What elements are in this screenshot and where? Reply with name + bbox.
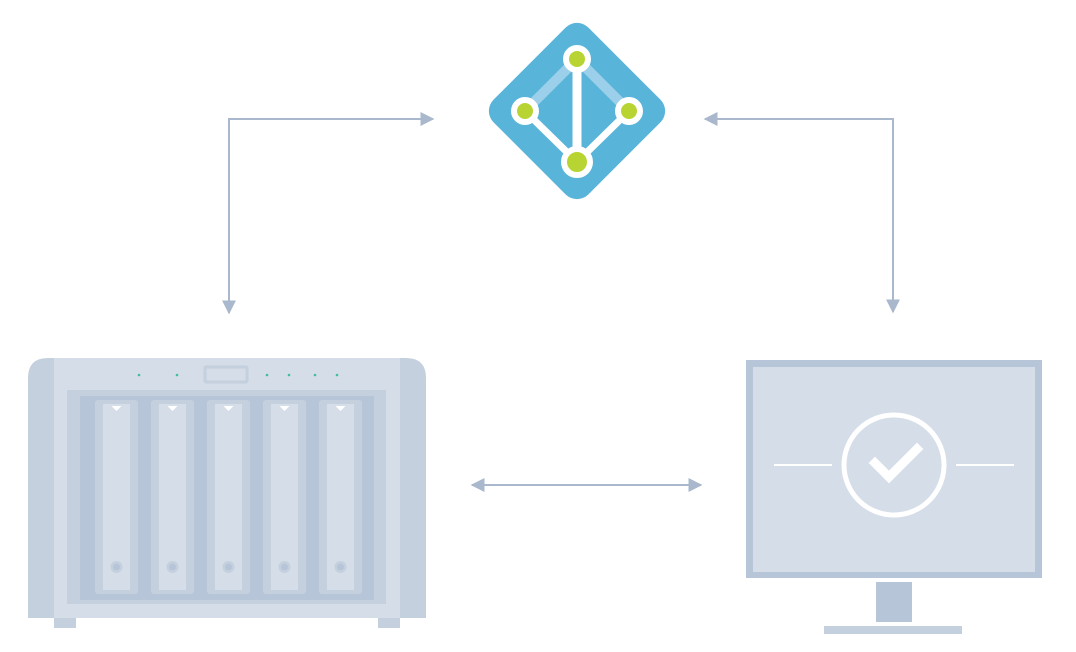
- drive-release-icon: [111, 406, 122, 411]
- nas-drive-bay: [151, 400, 194, 594]
- drive-tray-face: [327, 404, 354, 590]
- identity-node-right: [615, 97, 643, 125]
- connector-identity-nas: [222, 112, 435, 315]
- nas-drive-bay: [207, 400, 250, 594]
- monitor-stand: [876, 582, 912, 622]
- drive-release-icon: [279, 406, 290, 411]
- drive-tray-face: [271, 404, 298, 590]
- drive-release-icon: [167, 406, 178, 411]
- nas-status-led: [313, 373, 317, 377]
- check-circle: [841, 412, 947, 518]
- nas-status-leds: [137, 373, 339, 377]
- drive-tray-face: [159, 404, 186, 590]
- nas-status-led: [175, 373, 179, 377]
- monitor-check-icon: [746, 360, 1042, 634]
- check-mark-icon: [868, 442, 924, 484]
- nas-server-icon: [28, 358, 426, 628]
- nas-drive-bays: [95, 400, 362, 594]
- drive-release-icon: [335, 406, 346, 411]
- identity-node-bottom: [561, 146, 593, 178]
- nas-drive-bay: [95, 400, 138, 594]
- nas-foot-right: [378, 618, 400, 628]
- drive-tray-face: [103, 404, 130, 590]
- azure-active-directory-icon: [488, 22, 666, 200]
- nas-status-led: [265, 373, 269, 377]
- connector-identity-client: [703, 112, 900, 314]
- identity-node-top: [563, 45, 591, 73]
- drive-led: [337, 563, 344, 571]
- monitor-base: [824, 626, 962, 634]
- drive-led: [169, 563, 176, 571]
- nas-lcd-visible-box: [203, 365, 249, 384]
- nas-drive-bay: [263, 400, 306, 594]
- nas-foot-left: [54, 618, 76, 628]
- drive-tray-face: [215, 404, 242, 590]
- identity-node-left: [511, 97, 539, 125]
- nas-status-led: [287, 373, 291, 377]
- drive-led: [225, 563, 232, 571]
- drive-led: [113, 563, 120, 571]
- nas-status-led: [335, 373, 339, 377]
- connectors: [222, 112, 900, 492]
- drive-led: [281, 563, 288, 571]
- nas-drive-bay: [319, 400, 362, 594]
- nas-status-led: [137, 373, 141, 377]
- drive-release-icon: [223, 406, 234, 411]
